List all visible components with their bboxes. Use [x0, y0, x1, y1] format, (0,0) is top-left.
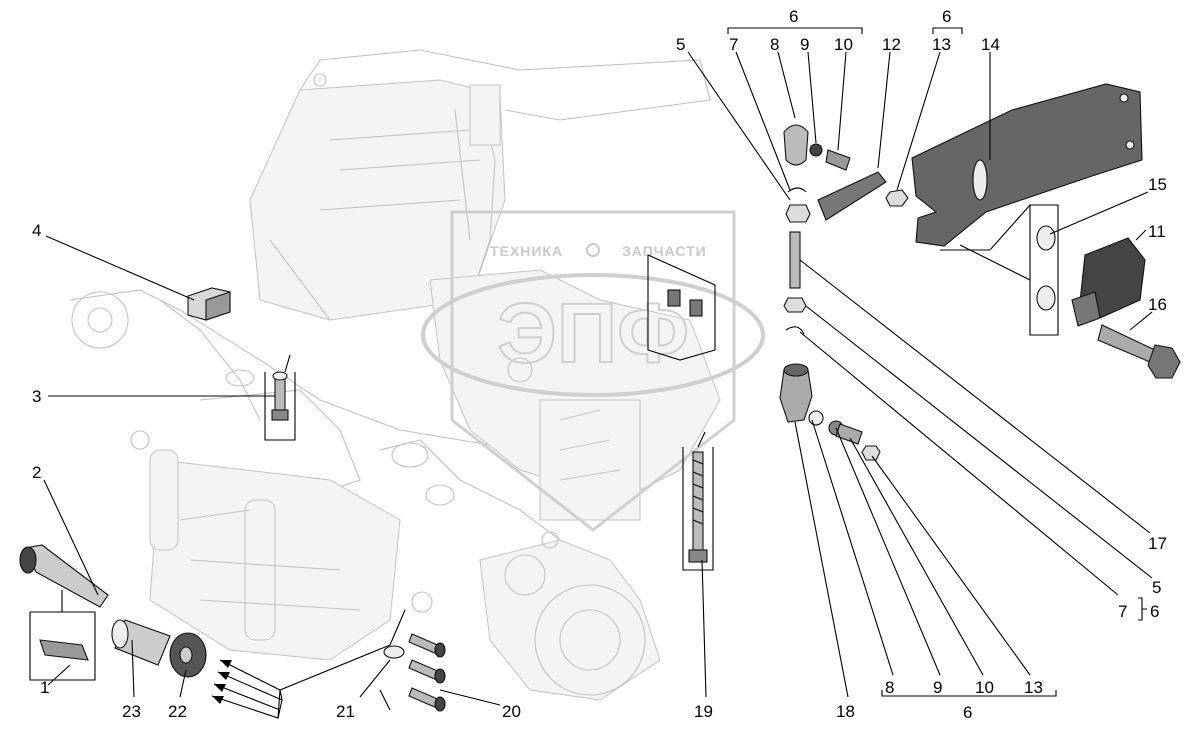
watermark-text-left: ТЕХНИКА: [490, 243, 563, 259]
watermark-text-right: ЗАПЧАСТИ: [622, 243, 707, 259]
callout-9-top: 9: [800, 35, 809, 54]
callout-8-top: 8: [770, 35, 779, 54]
callout-8-bottom: 8: [885, 678, 894, 697]
callout-19: 19: [694, 702, 713, 721]
callout-4: 4: [32, 221, 41, 240]
gear-icon: [586, 243, 600, 257]
callout-20: 20: [502, 702, 521, 721]
callout-6-top-right: 6: [942, 7, 951, 26]
callout-5-top: 5: [676, 35, 685, 54]
callout-9-bottom: 9: [933, 678, 942, 697]
callout-13-top: 13: [932, 35, 951, 54]
callout-18: 18: [836, 702, 855, 721]
callout-21: 21: [336, 702, 355, 721]
callout-6-bottom: 6: [963, 703, 972, 722]
callout-11: 11: [1148, 222, 1166, 241]
watermark: ТЕХНИКА ЗАПЧАСТИ ЭПФ: [421, 210, 765, 532]
callout-6-top: 6: [789, 7, 798, 26]
callout-5-bottom: 5: [1152, 578, 1161, 597]
callout-16: 16: [1148, 295, 1167, 314]
callout-22: 22: [168, 702, 187, 721]
callout-17: 17: [1148, 534, 1167, 553]
leader-lines: [43, 27, 1153, 719]
parts: [19, 83, 1181, 712]
callout-1: 1: [40, 678, 49, 697]
watermark-logo: ЭПФ: [497, 286, 689, 380]
callout-15: 15: [1148, 175, 1167, 194]
callout-12: 12: [882, 35, 901, 54]
callout-3: 3: [32, 387, 41, 406]
callout-23: 23: [122, 702, 141, 721]
callout-10-bottom: 10: [975, 678, 994, 697]
callout-7-top: 7: [729, 35, 738, 54]
callout-13-bottom: 13: [1024, 678, 1043, 697]
callout-2: 2: [32, 463, 41, 482]
callout-labels: 1 2 3 4 5 6 7 8 9 10 12 6 13 14 15 11 16…: [32, 7, 1167, 722]
callout-10-top: 10: [834, 35, 853, 54]
callout-14: 14: [981, 35, 1000, 54]
callout-7-bottom: 7: [1118, 602, 1127, 621]
callout-6-right: 6: [1150, 602, 1159, 621]
background-assembly: [69, 49, 721, 701]
